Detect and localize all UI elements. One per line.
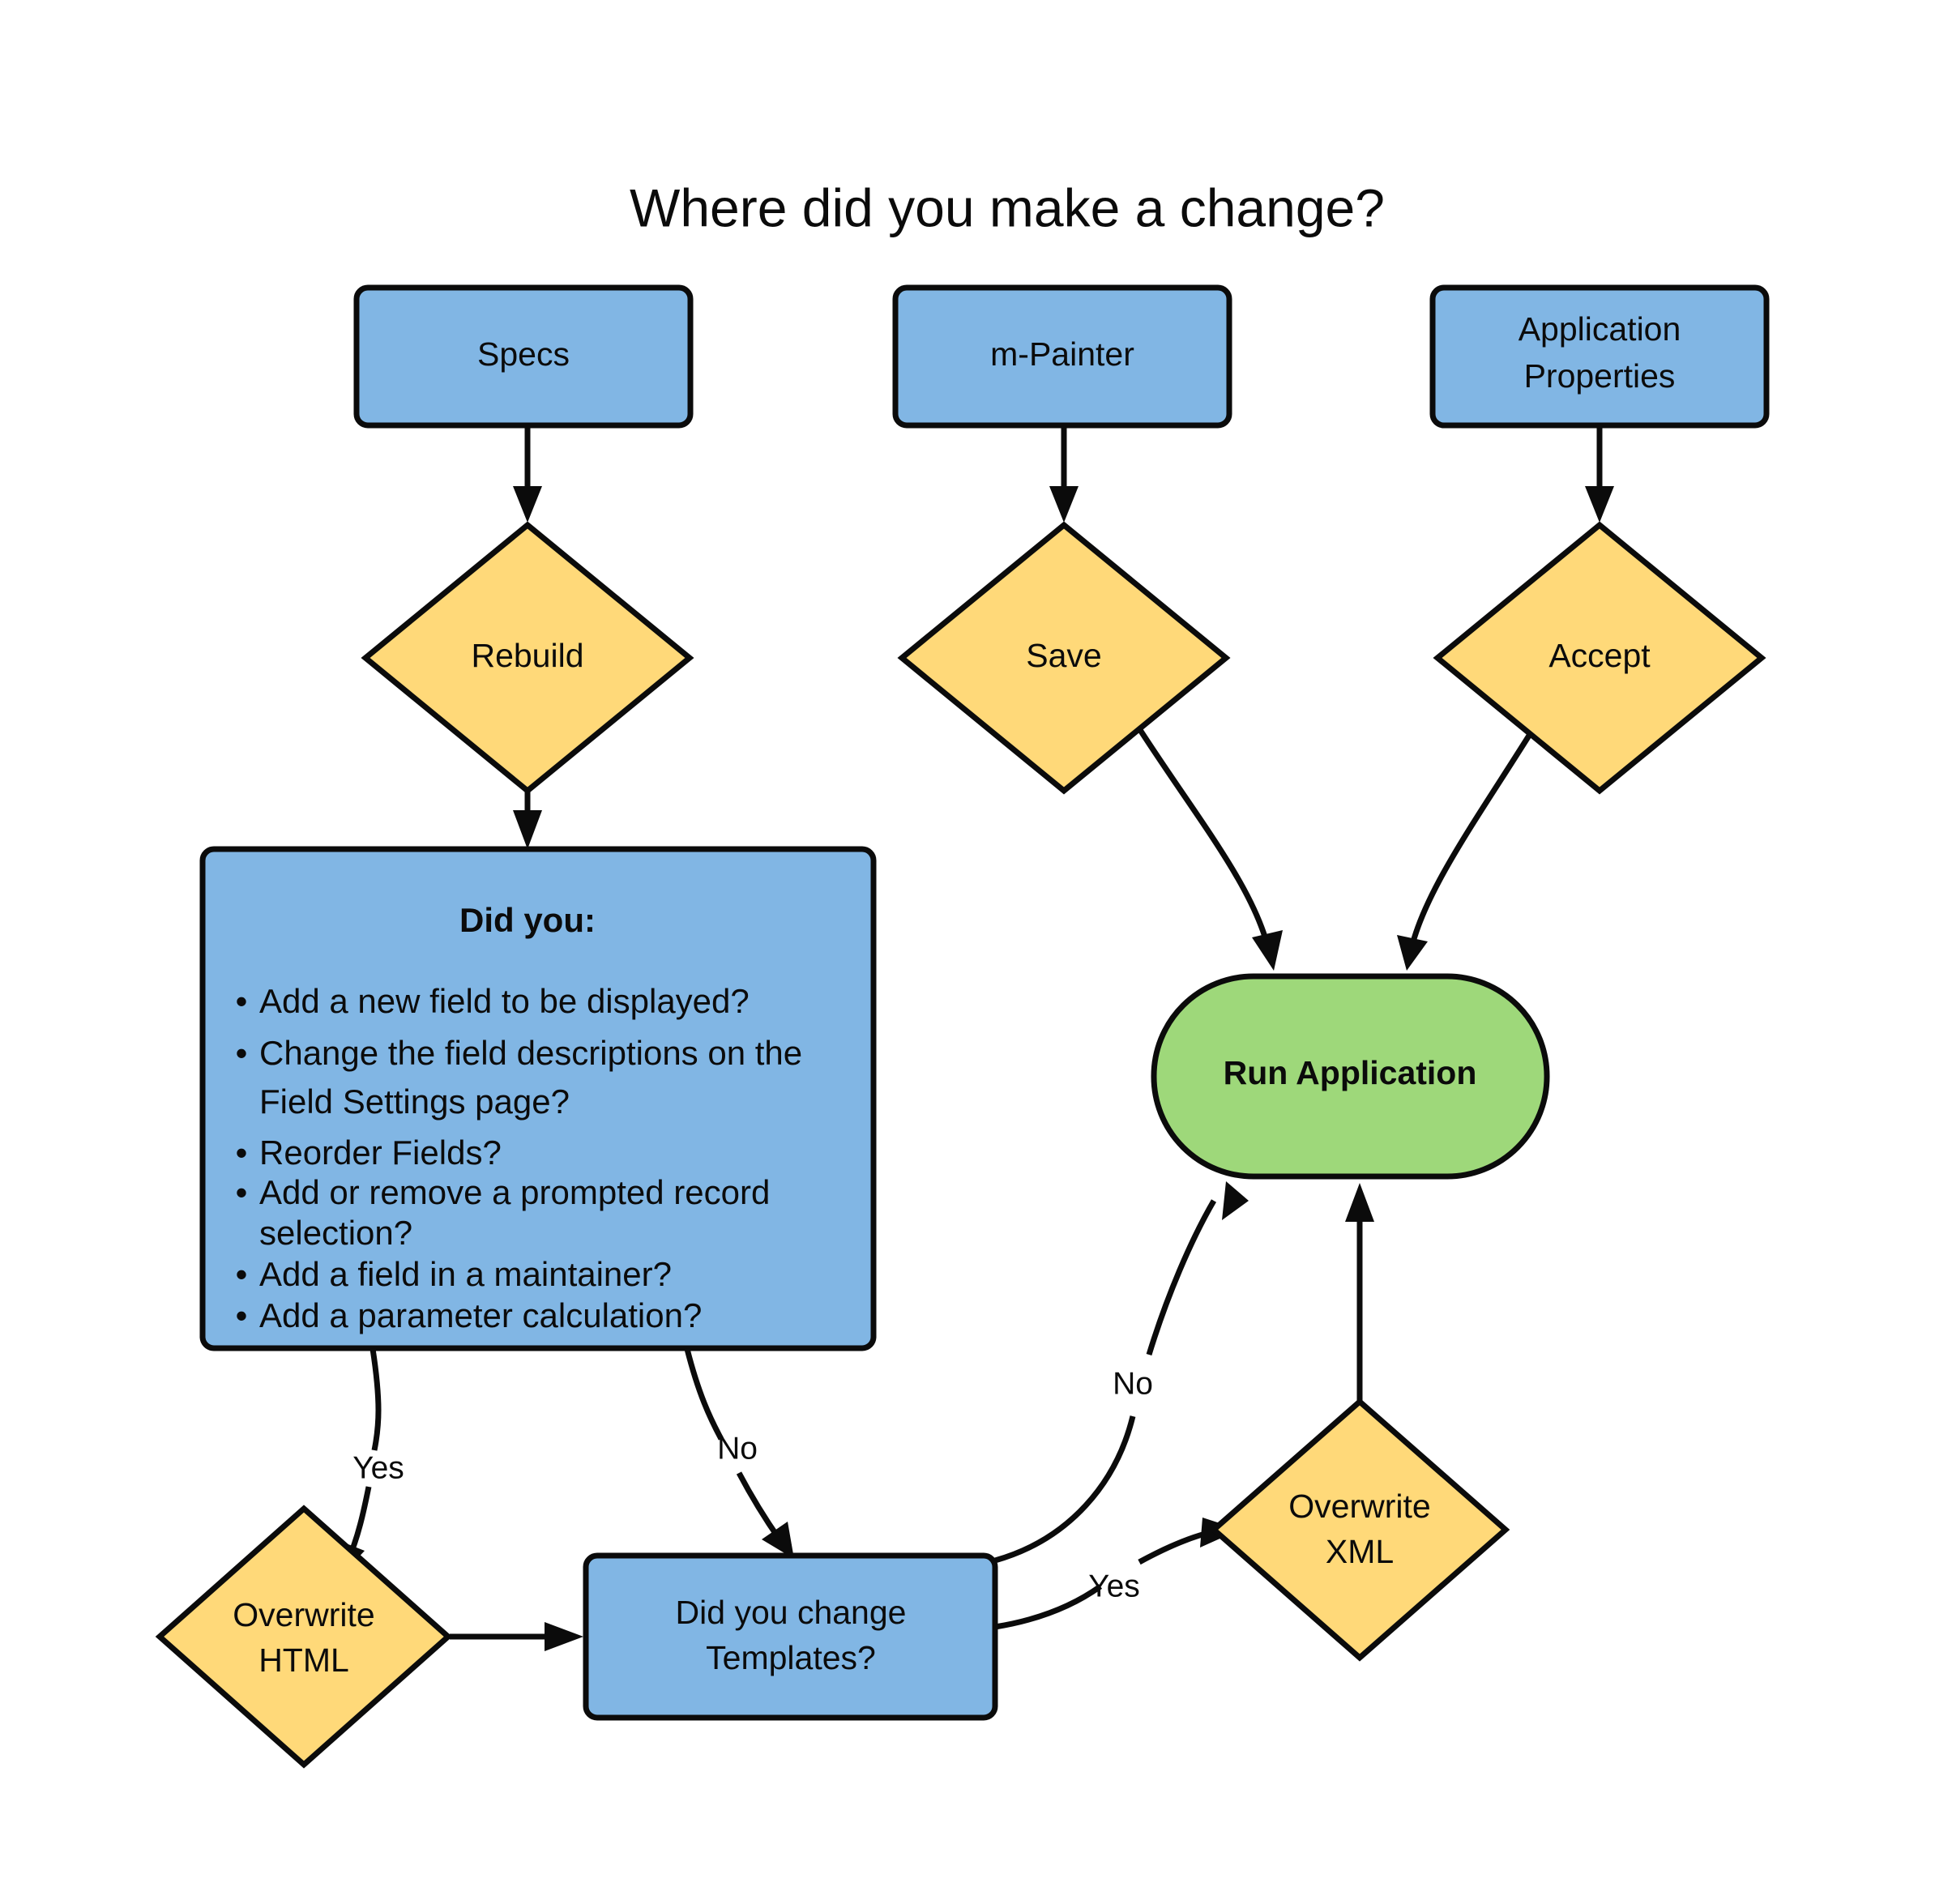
node-save-shape[interactable] — [897, 521, 1231, 795]
edge-label-templates-no: No — [1113, 1366, 1153, 1401]
node-did-you[interactable]: Did you: • Add a new field to be display… — [199, 846, 877, 1351]
arrowhead-icon — [1252, 930, 1283, 971]
list-item-line: Change the field descriptions on the — [259, 1034, 802, 1072]
edge-layer: Yes No No — [334, 425, 1614, 1651]
node-did-you-heading: Did you: — [459, 901, 596, 939]
node-accept[interactable]: Accept — [1433, 521, 1766, 795]
node-save[interactable]: Save — [897, 521, 1231, 795]
node-save-label: Save — [1026, 637, 1101, 674]
node-overwrite-xml-label-line2: XML — [1326, 1533, 1394, 1570]
node-overwrite-xml[interactable]: Overwrite XML — [1209, 1398, 1510, 1662]
node-overwrite-xml-label-line1: Overwrite — [1288, 1488, 1430, 1525]
edge-label-didyou-yes: Yes — [352, 1450, 404, 1485]
node-specs-shape[interactable] — [353, 284, 694, 429]
node-application-properties-label-line1: Application — [1519, 310, 1681, 348]
node-overwrite-html-label-line1: Overwrite — [233, 1596, 374, 1633]
node-specs[interactable]: Specs — [353, 284, 694, 429]
arrowhead-icon — [1585, 486, 1614, 523]
node-did-you-change-templates[interactable]: Did you change Templates? — [583, 1552, 998, 1721]
edge-templates-to-overwritexml: Yes — [994, 1518, 1240, 1630]
arrowhead-icon — [545, 1622, 583, 1651]
node-rebuild-label: Rebuild — [471, 637, 583, 674]
bullet-icon: • — [236, 982, 248, 1020]
arrowhead-icon — [1222, 1181, 1249, 1220]
list-item: • Add a parameter calculation? — [236, 1296, 703, 1334]
list-item-line: Reorder Fields? — [259, 1133, 502, 1172]
node-run-application-shape[interactable] — [1151, 973, 1550, 1180]
bullet-icon: • — [236, 1034, 248, 1072]
edge-didyou-to-templates: No — [684, 1348, 794, 1559]
edge-mpainter-to-save — [1049, 425, 1079, 523]
bullet-icon: • — [236, 1133, 248, 1172]
edge-label-templates-yes: Yes — [1088, 1569, 1140, 1603]
node-specs-label: Specs — [477, 335, 570, 373]
node-run-application-label: Run Application — [1224, 1054, 1477, 1091]
list-item-line: Add a field in a maintainer? — [259, 1255, 672, 1293]
edge-overwritexml-to-runapplication — [1345, 1183, 1374, 1402]
node-did-you-change-templates-label-line1: Did you change — [676, 1594, 907, 1631]
node-overwrite-html-shape[interactable] — [155, 1505, 453, 1769]
arrowhead-icon — [1345, 1183, 1374, 1222]
list-item: • Change the field descriptions on the F… — [236, 1034, 802, 1121]
bullet-icon: • — [236, 1173, 248, 1211]
node-did-you-change-templates-label-line2: Templates? — [706, 1639, 876, 1676]
arrowhead-icon — [513, 810, 542, 849]
page-title: Where did you make a change? — [630, 177, 1385, 237]
node-rebuild[interactable]: Rebuild — [361, 521, 694, 795]
list-item-line: Add a parameter calculation? — [259, 1296, 702, 1334]
edge-overwritehtml-to-templates — [450, 1622, 583, 1651]
edge-rebuild-to-didyou — [513, 792, 542, 849]
edge-label-didyou-no: No — [717, 1431, 758, 1466]
node-accept-label: Accept — [1548, 637, 1651, 674]
list-item: • Reorder Fields? — [236, 1133, 502, 1172]
edge-specs-to-rebuild — [513, 425, 542, 523]
edge-save-to-runapplication — [1132, 719, 1283, 971]
node-overwrite-html[interactable]: Overwrite HTML — [155, 1505, 453, 1769]
node-overwrite-html-label-line2: HTML — [258, 1641, 349, 1679]
list-item: • Add a new field to be displayed? — [236, 982, 750, 1020]
node-accept-shape[interactable] — [1433, 521, 1766, 795]
list-item: • Add a field in a maintainer? — [236, 1255, 672, 1293]
node-run-application[interactable]: Run Application — [1151, 973, 1550, 1180]
arrowhead-icon — [1397, 935, 1428, 971]
edge-accept-to-runapplication — [1397, 724, 1538, 971]
list-item-line: Add or remove a prompted record — [259, 1173, 770, 1211]
edge-templates-to-runapplication: No — [994, 1181, 1249, 1564]
edge-appproperties-to-accept — [1585, 425, 1614, 523]
node-application-properties-label-line2: Properties — [1524, 357, 1676, 395]
node-did-you-shape[interactable] — [199, 846, 877, 1351]
bullet-icon: • — [236, 1255, 248, 1293]
list-item-line: Field Settings page? — [259, 1082, 570, 1121]
node-application-properties-shape[interactable] — [1429, 284, 1770, 429]
node-did-you-change-templates-shape[interactable] — [583, 1552, 998, 1721]
arrowhead-icon — [762, 1522, 794, 1559]
bullet-icon: • — [236, 1296, 248, 1334]
node-overwrite-xml-shape[interactable] — [1209, 1398, 1510, 1662]
node-application-properties[interactable]: Application Properties — [1429, 284, 1770, 429]
node-m-painter-shape[interactable] — [892, 284, 1232, 429]
list-item-line: Add a new field to be displayed? — [259, 982, 750, 1020]
node-rebuild-shape[interactable] — [361, 521, 694, 795]
node-m-painter-label: m-Painter — [990, 335, 1134, 373]
node-m-painter[interactable]: m-Painter — [892, 284, 1232, 429]
arrowhead-icon — [513, 486, 542, 523]
arrowhead-icon — [1049, 486, 1079, 523]
list-item: • Add or remove a prompted record select… — [236, 1173, 771, 1252]
list-item-line: selection? — [259, 1214, 412, 1252]
